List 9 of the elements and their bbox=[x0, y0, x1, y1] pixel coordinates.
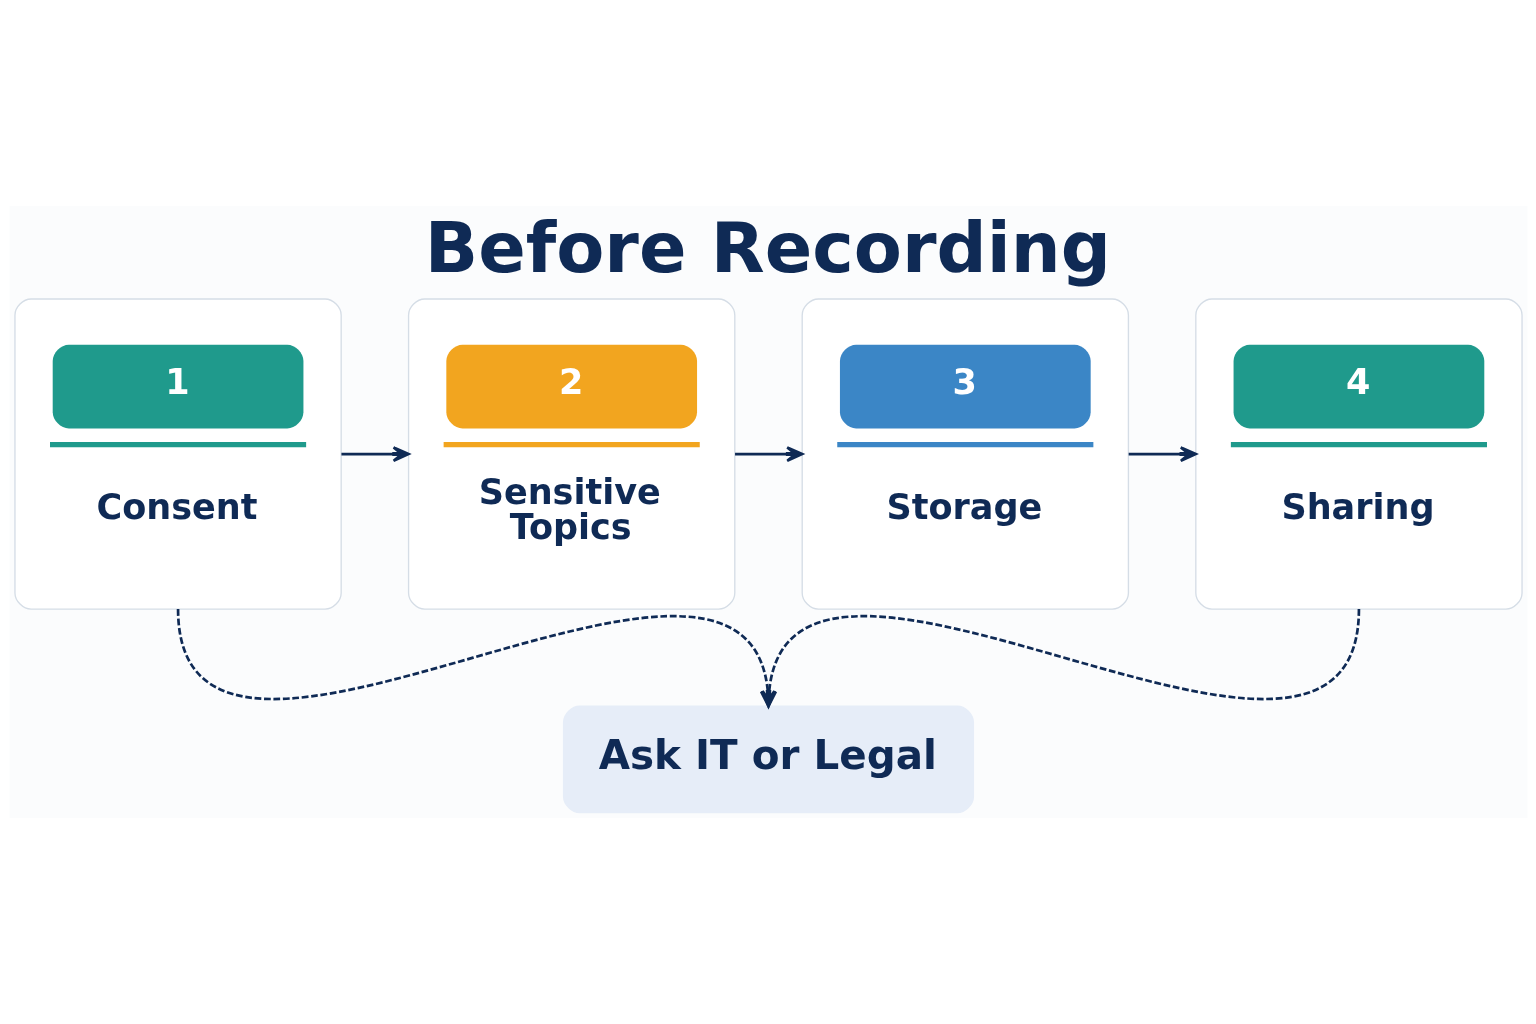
arrow bbox=[340, 446, 410, 463]
arrow bbox=[734, 446, 803, 463]
node-box: Ask IT or Legal bbox=[562, 705, 974, 814]
node-box: 2 Sensitive Topics bbox=[407, 298, 735, 610]
node-box: 3 Storage bbox=[801, 298, 1129, 610]
node-box: 1 Consent bbox=[13, 298, 342, 610]
arrow bbox=[1128, 446, 1197, 463]
diagram-title: Before Recording bbox=[424, 206, 1111, 289]
node-box: 4 Sharing bbox=[1194, 298, 1523, 610]
